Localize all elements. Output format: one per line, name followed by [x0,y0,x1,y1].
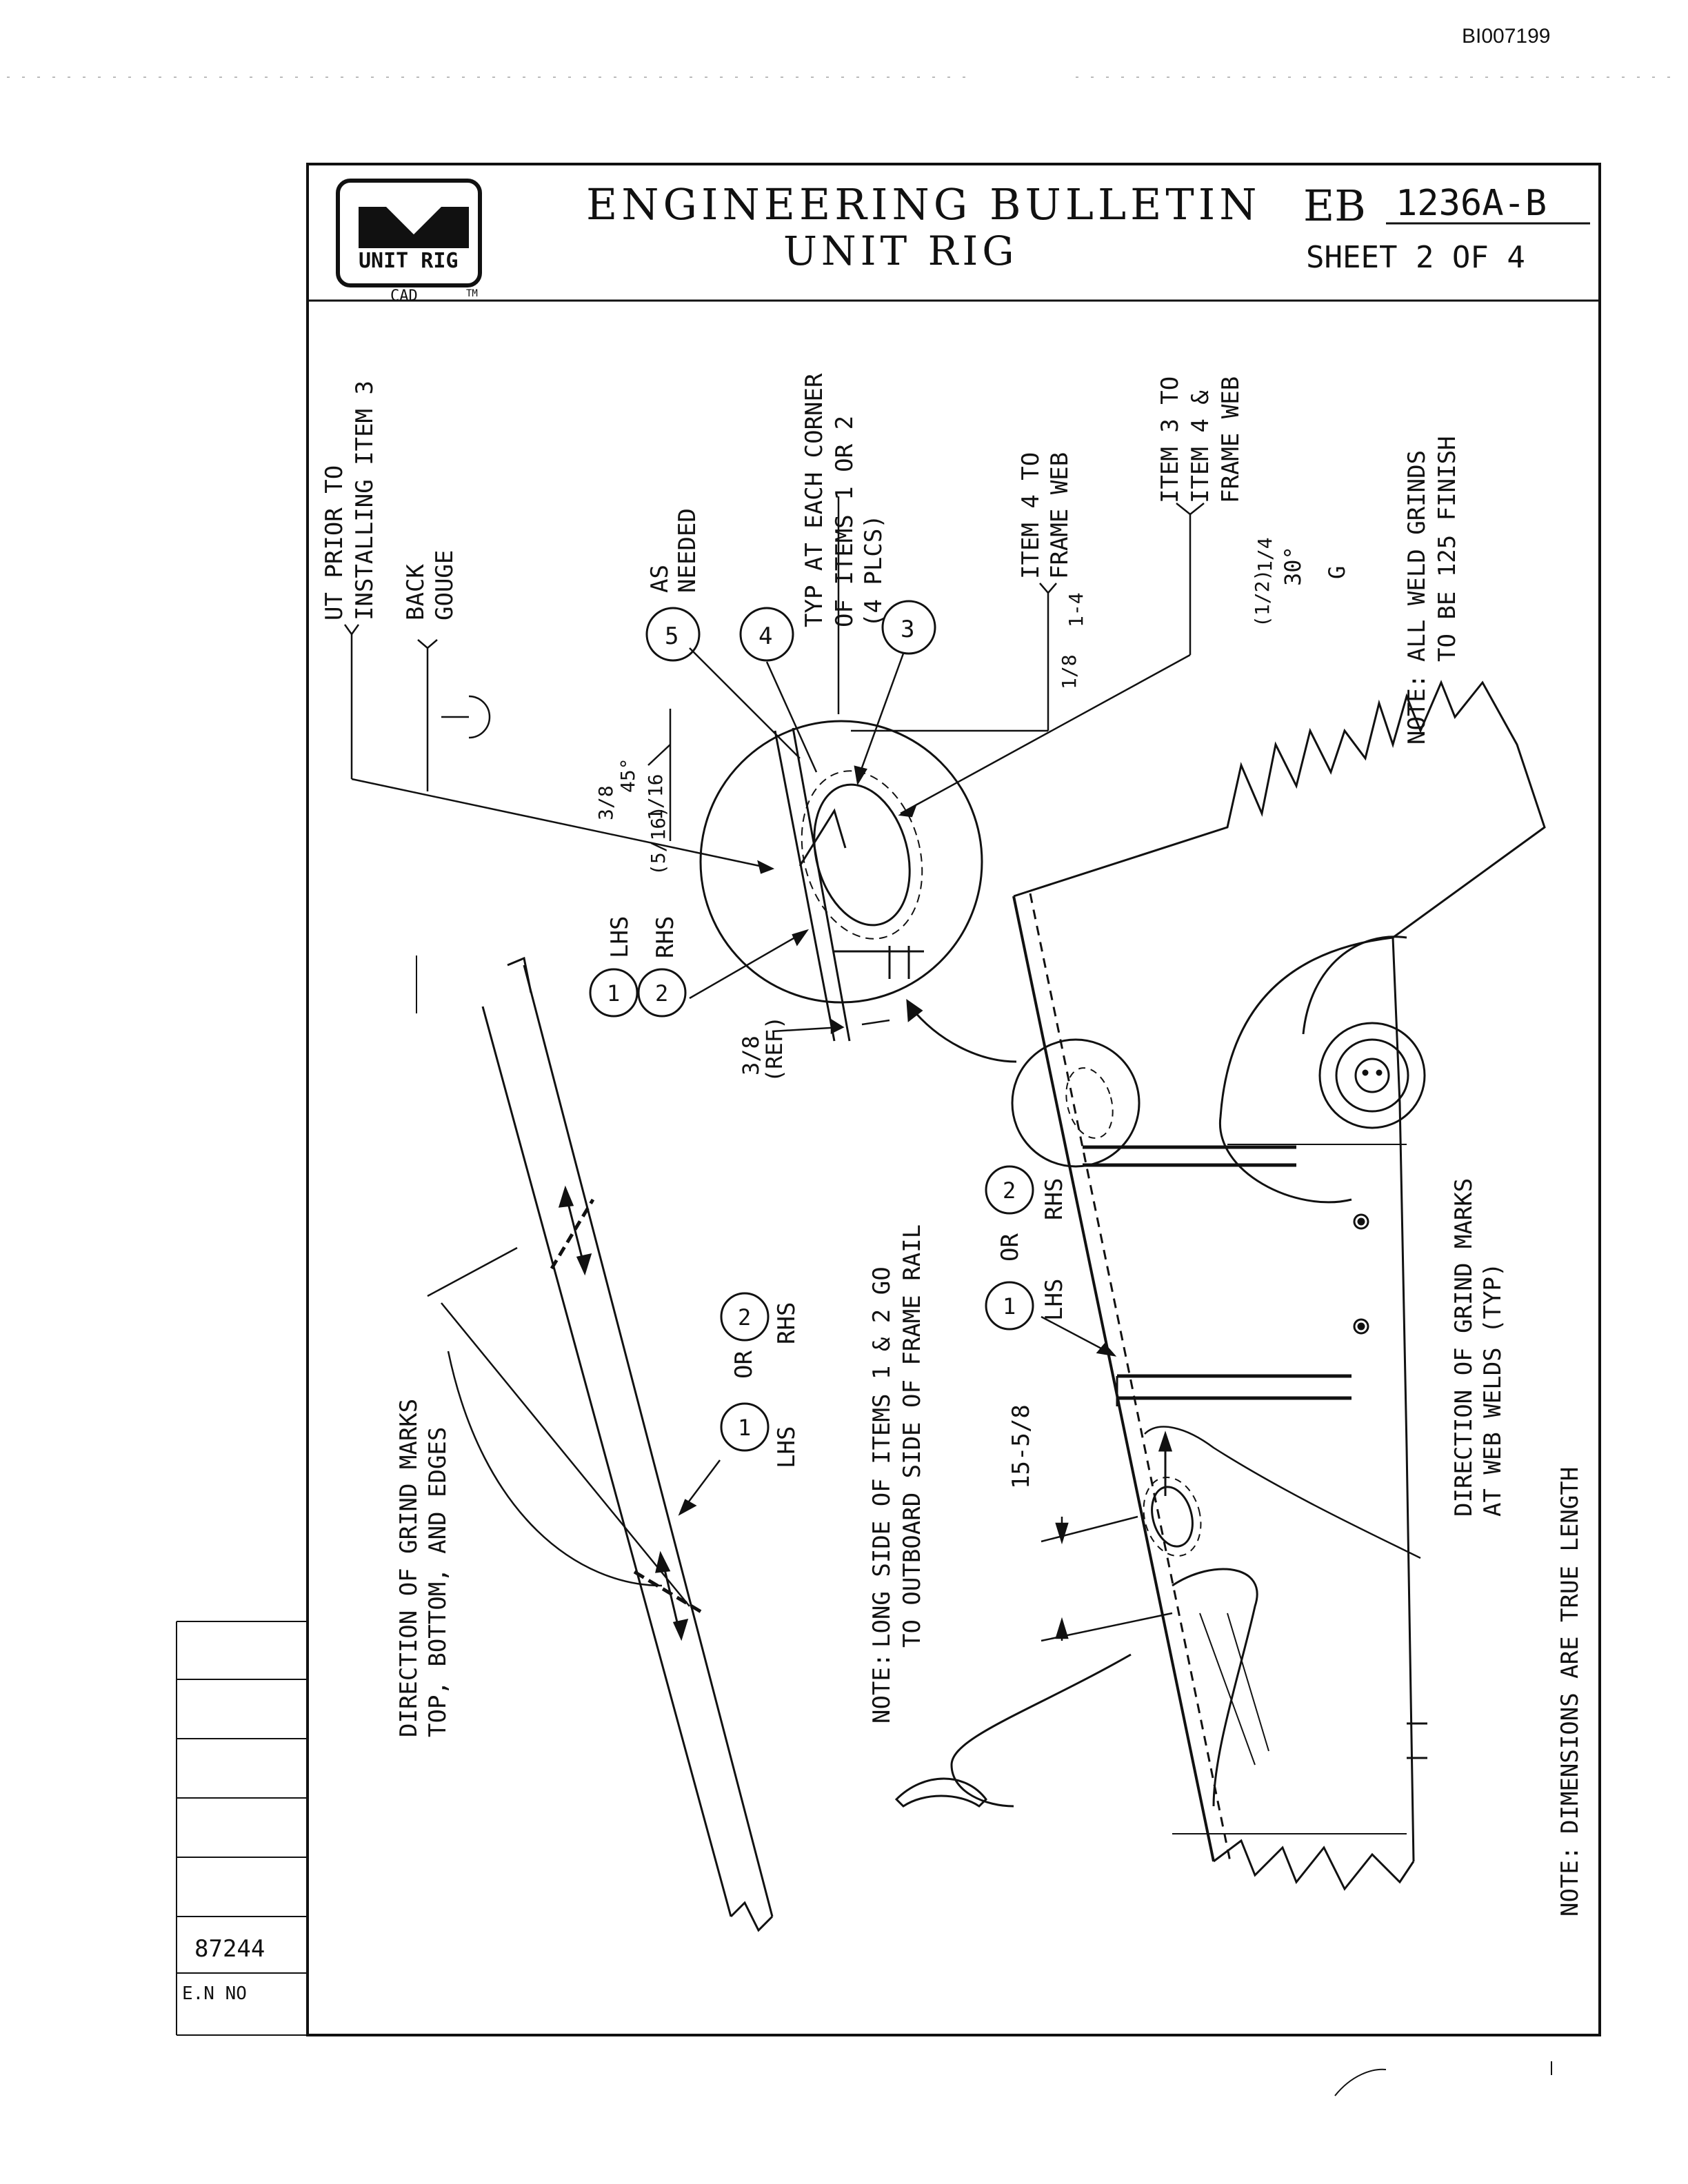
long-side-note: LONG SIDE OF ITEMS 1 & 2 GO [868,1266,896,1648]
ref-dimension: 3/8 [738,1035,764,1075]
balloon-item-2 [720,1292,770,1342]
bulletin-subtitle: UNIT RIG [783,228,1018,274]
weld-fraction-1-4: 1/4 [1254,537,1276,572]
revision-block: 87244 E.N NO [176,1621,308,2036]
rhs-label: RHS [773,1302,801,1344]
rhs-label: RHS [1041,1178,1068,1220]
logo-trademark: TM [466,288,478,299]
item-number-1: 1 [607,980,620,1007]
balloon-item-3 [881,600,936,655]
item4-frame-label-2: FRAME WEB [1046,452,1074,579]
balloon-item-2 [637,968,687,1018]
typ-corner-label-3: (4 PLCS) [860,514,887,627]
weld-fraction-1-16: 1/16 [644,774,667,820]
back-gouge-label: BACK [402,564,430,620]
web-welds-note-2: AT WEB WELDS (TYP) [1479,1263,1507,1517]
eb-prefix: EB [1303,181,1366,231]
dimension-15-5-8: 15-5/8 [1007,1404,1035,1489]
ref-label: (REF) [761,1016,787,1082]
weld-fraction-3-8: 3/8 [594,785,617,820]
unit-rig-logo: UNIT RIG TM CAD [336,179,482,305]
grind-marks-note: DIRECTION OF GRIND MARKS [395,1399,423,1737]
weld-grinds-note-2: TO BE 125 FINISH [1434,436,1461,662]
logo-text: UNIT RIG [359,249,459,273]
item-number-4: 4 [758,623,772,650]
as-needed-label-2: NEEDED [674,508,701,593]
item3-label-2: ITEM 4 & [1187,390,1214,503]
item-number-3: 3 [901,616,914,643]
balloon-item-1 [720,1402,770,1452]
or-label: OR [730,1351,758,1379]
loose-flange-plate [416,956,774,1932]
typ-corner-label: TYP AT EACH CORNER [801,373,828,627]
item-number-2: 2 [738,1304,751,1331]
balloon-item-5 [645,607,701,662]
balloon-item-4 [739,607,794,662]
web-welds-note: DIRECTION OF GRIND MARKS [1450,1178,1478,1517]
item4-frame-label: ITEM 4 TO [1017,452,1045,579]
lhs-label: LHS [773,1426,801,1468]
grind-marks-note-2: TOP, BOTTOM, AND EDGES [424,1427,452,1737]
as-needed-label: AS [646,565,674,593]
item3-label: ITEM 3 TO [1156,376,1184,503]
typ-corner-label-2: OF ITEMS 1 OR 2 [831,416,858,627]
long-side-note-2: TO OUTBOARD SIDE OF FRAME RAIL [898,1224,926,1648]
item-number-5: 5 [665,623,679,650]
true-length-note: DIMENSIONS ARE TRUE LENGTH [1556,1467,1584,1834]
lhs-label: LHS [606,916,634,958]
weld-fraction-1-8: 1/8 [1058,654,1081,689]
pen-mark [1334,2068,1387,2096]
weld-length-1-4: 1-4 [1065,592,1087,627]
weld-angle-45: 45° [616,758,639,793]
true-length-note-label: NOTE: [1556,1846,1584,1917]
en-number: 87244 [194,1935,265,1963]
balloon-item-1 [985,1281,1034,1331]
document-id: BI007199 [1462,25,1551,48]
item-number-1: 1 [1003,1293,1016,1320]
lhs-label: LHS [1041,1279,1068,1321]
weld-angle-30: 30° [1280,546,1306,586]
item-number-1: 1 [738,1415,751,1441]
or-label: OR [996,1233,1024,1262]
sheet-number: SHEET 2 OF 4 [1306,240,1525,275]
frame-rail-assembly [894,680,1546,1891]
item-number-2: 2 [655,980,668,1007]
weld-grinds-note: ALL WELD GRINDS [1403,450,1431,662]
balloon-item-1 [589,968,639,1018]
item-balloons [589,600,1034,1452]
weld-grinds-note-label: NOTE: [1403,674,1431,745]
logo-sub: CAD [390,287,418,305]
balloon-item-2 [985,1165,1034,1215]
bulletin-title: ENGINEERING BULLETIN [586,179,1260,230]
ut-prior-label: UT PRIOR TO [321,465,348,620]
weld-detail-circle [699,720,983,1042]
ut-prior-label-2: INSTALLING ITEM 3 [351,381,379,620]
weld-grind-symbol: G [1324,566,1350,579]
item3-label-3: FRAME WEB [1217,376,1245,503]
eb-number: 1236A-B [1396,183,1547,224]
leader-lines [343,496,1421,1642]
long-side-note-label: NOTE: [868,1653,896,1723]
back-gouge-label-2: GOUGE [431,550,459,620]
weld-fraction-5-16: (5/16) [647,806,670,876]
en-label: E.N NO [182,1983,247,2004]
rhs-label: RHS [652,916,679,958]
drawing-border [306,163,1601,2036]
weld-fraction-1-2: (1/2) [1251,569,1274,627]
item-number-2: 2 [1003,1177,1016,1204]
